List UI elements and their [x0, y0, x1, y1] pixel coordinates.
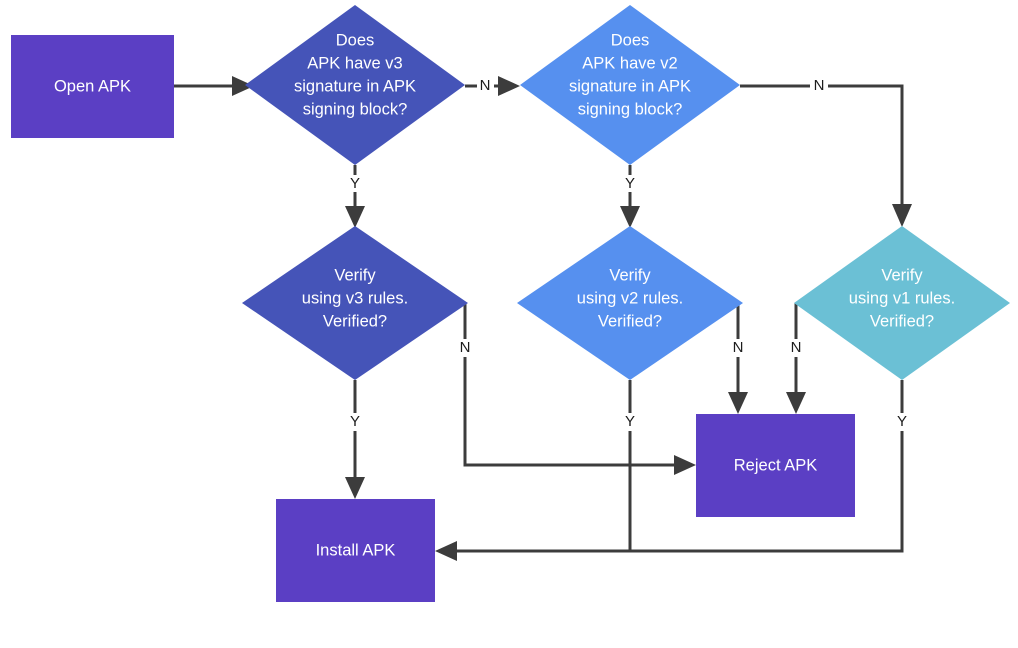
edge-v3-yes-arrowhead: [345, 206, 365, 228]
node-reject-apk[interactable]: Reject APK: [696, 414, 855, 517]
edge-verify-v1-no-arrowhead: [786, 392, 806, 414]
edge-verify-v2-yes-arrowhead: [435, 541, 457, 561]
node-install-apk[interactable]: Install APK: [276, 499, 435, 602]
edge-verify-v2-no-arrowhead: [728, 392, 748, 414]
node-verify-v2-shape[interactable]: [517, 226, 743, 380]
edge-v3-yes: Y: [345, 165, 365, 228]
edge-label-verify-v3-yes: Y: [350, 413, 360, 430]
edge-v2-yes-arrowhead: [620, 206, 640, 228]
node-verify-v2[interactable]: Verify using v2 rules. Verified?: [517, 226, 743, 380]
edge-v2-no: N: [740, 77, 912, 227]
edge-label-verify-v1-no: N: [791, 339, 802, 356]
edge-label-v2-yes: Y: [625, 175, 635, 192]
edge-verify-v2-yes-line-b: [457, 431, 632, 553]
node-verify-v1-shape[interactable]: [794, 226, 1010, 380]
node-verify-v3-shape[interactable]: [242, 226, 468, 380]
edge-verify-v3-no-arrowhead: [674, 455, 696, 475]
edge-verify-v1-yes-line-b: [457, 431, 904, 553]
edge-label-verify-v1-yes: Y: [897, 413, 907, 430]
node-has-v2-signature-shape[interactable]: [520, 5, 740, 165]
edge-label-v3-yes: Y: [350, 175, 360, 192]
edge-label-verify-v3-no: N: [460, 339, 471, 356]
edge-verify-v3-yes: Y: [345, 380, 365, 499]
edge-label-v3-no: N: [480, 77, 491, 94]
node-verify-v1[interactable]: Verify using v1 rules. Verified?: [794, 226, 1010, 380]
edge-verify-v3-no-line-b: [463, 357, 674, 467]
edge-label-verify-v2-no: N: [733, 339, 744, 356]
edge-v2-no-line-b: [828, 84, 904, 204]
edge-verify-v3-yes-arrowhead: [345, 477, 365, 499]
edge-open-to-v3-arrowhead: [232, 76, 254, 96]
node-verify-v3[interactable]: Verify using v3 rules. Verified?: [242, 226, 468, 380]
edge-verify-v2-no: N: [728, 303, 748, 414]
node-reject-apk-shape[interactable]: [696, 414, 855, 517]
node-open-apk[interactable]: Open APK: [11, 35, 174, 138]
node-has-v2-signature[interactable]: Does APK have v2 signature in APK signin…: [520, 5, 740, 165]
edge-label-v2-no: N: [814, 77, 825, 94]
node-has-v3-signature-shape[interactable]: [245, 5, 465, 165]
edge-v2-no-arrowhead: [892, 204, 912, 227]
edge-v2-yes: Y: [620, 165, 640, 228]
edge-label-verify-v2-yes: Y: [625, 413, 635, 430]
edge-v3-no-arrowhead: [498, 76, 520, 96]
node-open-apk-shape[interactable]: [11, 35, 174, 138]
edge-v3-no: N: [465, 76, 520, 96]
node-install-apk-shape[interactable]: [276, 499, 435, 602]
node-has-v3-signature[interactable]: Does APK have v3 signature in APK signin…: [245, 5, 465, 165]
edge-verify-v1-no: N: [786, 303, 806, 414]
edge-open-to-v3: [174, 76, 254, 96]
